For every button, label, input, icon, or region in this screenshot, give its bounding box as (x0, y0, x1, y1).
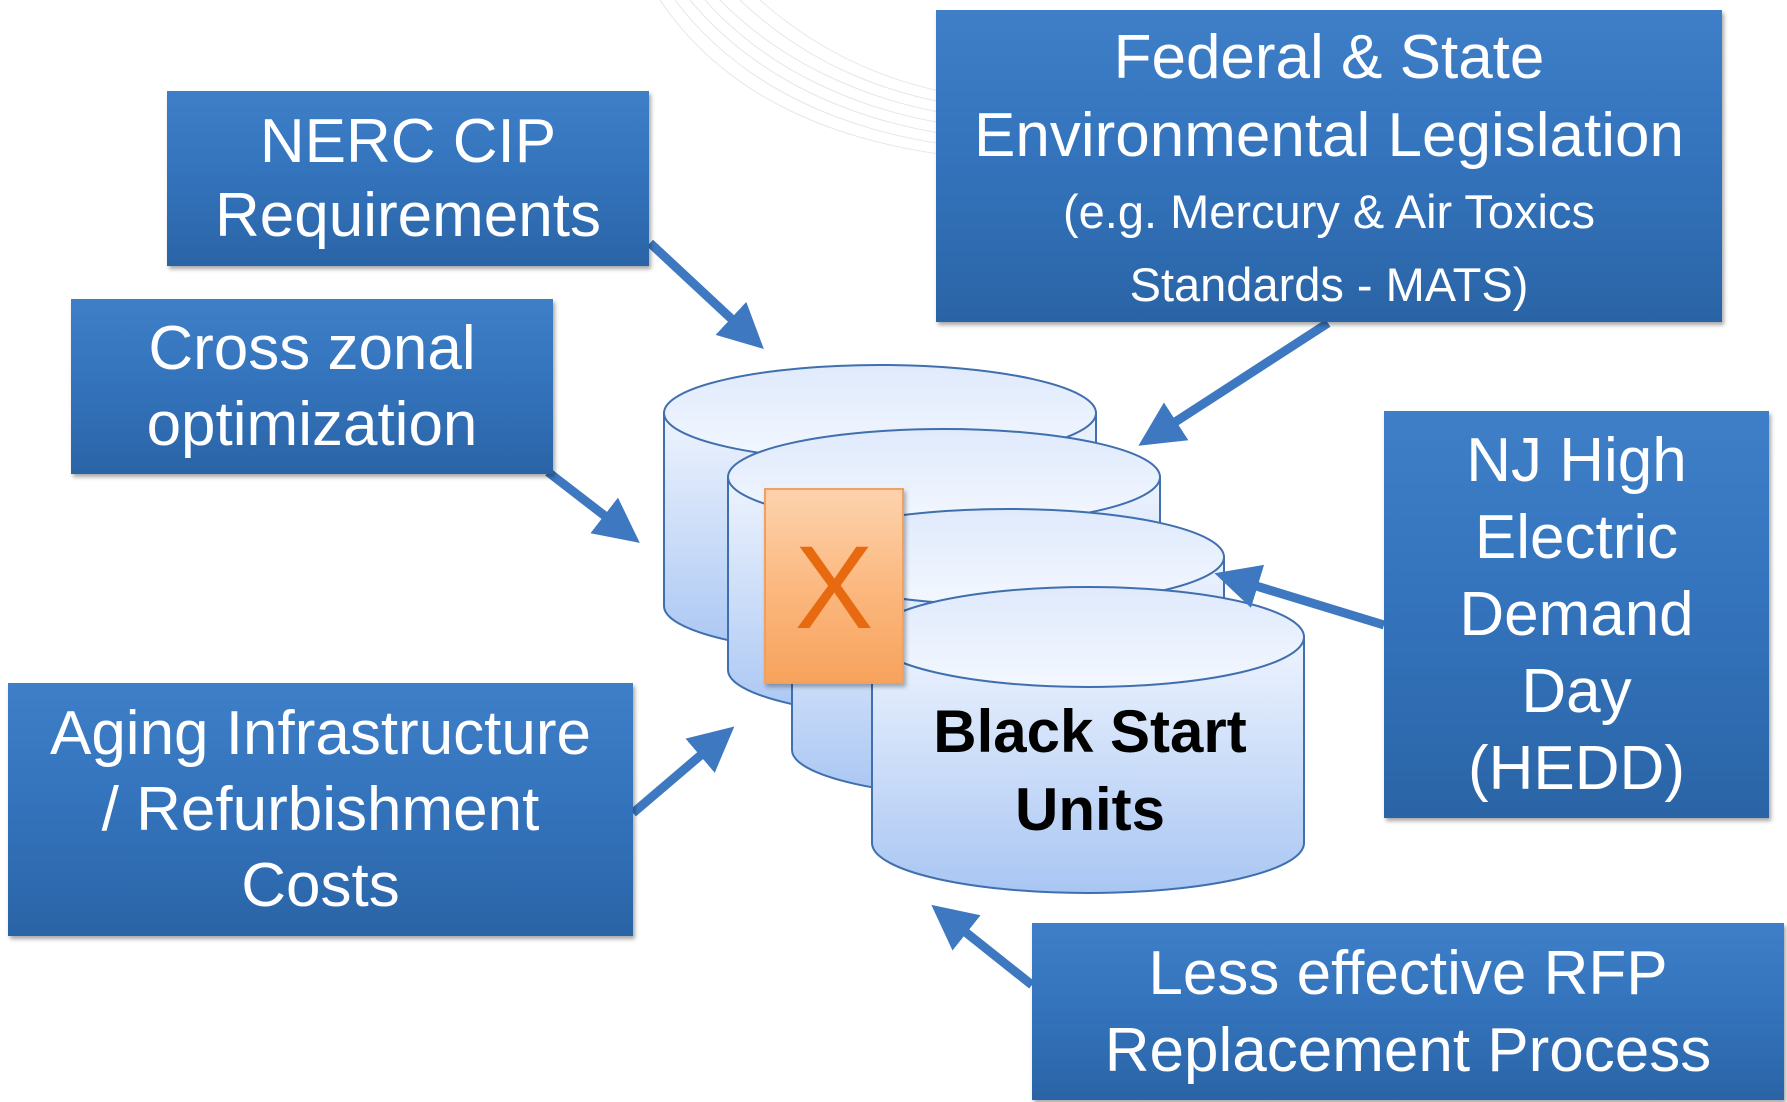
arrow-nj-hedd (1214, 564, 1386, 630)
black-start-unit-cylinder-4 (871, 586, 1305, 894)
rfp-replacement-box: Less effective RFP Replacement Process (1032, 923, 1784, 1100)
black-start-units-label: Black Start Units (890, 693, 1290, 849)
cross-zonal-line-1: Cross zonal (148, 313, 476, 383)
nerc-line-1: NERC CIP (259, 106, 557, 176)
federal-note-line-2: Standards - MATS) (1129, 258, 1529, 311)
aging-line-3: Costs (241, 850, 400, 920)
arrow-aging (630, 726, 735, 817)
nj-line-1: NJ High (1466, 426, 1687, 495)
removed-unit-x-marker: X (764, 488, 904, 684)
nj-line-3: Demand (1459, 580, 1694, 649)
nj-line-2: Electric (1474, 503, 1679, 572)
nj-line-5: (HEDD) (1468, 734, 1685, 803)
federal-state-legislation-box: Federal & State Environmental Legislatio… (936, 10, 1722, 322)
arrow-federal (1138, 319, 1331, 446)
aging-line-2: / Refurbishment (101, 774, 540, 844)
nj-hedd-box: NJ High Electric Demand Day (HEDD) (1384, 411, 1769, 818)
cross-zonal-box: Cross zonal optimization (71, 299, 553, 474)
arrows (545, 239, 1386, 989)
nj-line-4: Day (1521, 657, 1632, 726)
center-label-line-1: Black Start (933, 698, 1247, 765)
nerc-cip-box: NERC CIP Requirements (167, 91, 649, 266)
federal-title-line-2: Environmental Legislation (974, 101, 1684, 170)
arrow-nerc (646, 239, 764, 350)
rfp-line-1: Less effective RFP (1148, 938, 1668, 1008)
center-label-line-2: Units (1015, 776, 1165, 843)
cross-zonal-line-2: optimization (146, 389, 478, 459)
aging-infrastructure-box: Aging Infrastructure / Refurbishment Cos… (8, 683, 633, 936)
nerc-line-2: Requirements (215, 180, 601, 250)
federal-note-line-1: (e.g. Mercury & Air Toxics (1063, 185, 1595, 238)
aging-line-1: Aging Infrastructure (49, 698, 592, 768)
arrow-cross-zonal (545, 468, 640, 543)
federal-title-line-1: Federal & State (1113, 23, 1545, 92)
background-decoration (659, 0, 1001, 161)
rfp-line-2: Replacement Process (1104, 1015, 1712, 1085)
arrow-rfp (931, 904, 1035, 989)
